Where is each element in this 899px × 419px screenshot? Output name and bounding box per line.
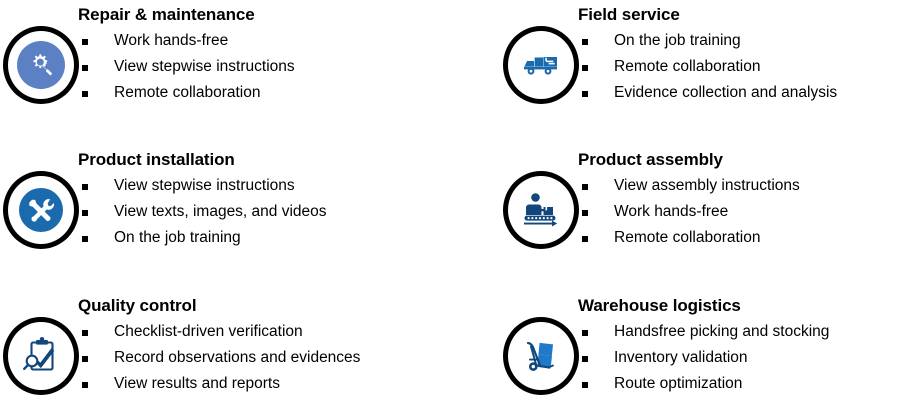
bullet-square-icon <box>82 356 88 362</box>
icon-wrap-warehouse-logistics <box>500 317 579 397</box>
list-item: Work hands-free <box>78 28 295 54</box>
benefit-list: View assembly instructions Work hands-fr… <box>578 173 800 251</box>
icon-wrap-product-installation <box>0 171 79 251</box>
use-case-title: Field service <box>578 5 680 24</box>
list-item-label: Route optimization <box>614 375 743 392</box>
use-case-title: Product assembly <box>578 150 723 169</box>
bullet-square-icon <box>582 65 588 71</box>
bullet-square-icon <box>582 210 588 216</box>
bullet-square-icon <box>82 236 88 242</box>
service-truck-icon <box>524 57 557 75</box>
use-case-card-repair-maintenance: Repair & maintenance Work hands-free Vie… <box>0 4 295 106</box>
list-item-label: Inventory validation <box>614 349 748 366</box>
icon-ring <box>503 317 579 395</box>
text-block: Warehouse logistics Handsfree picking an… <box>578 295 829 397</box>
use-case-card-field-service: Field service On the job training Remote… <box>500 4 837 106</box>
list-item-label: Evidence collection and analysis <box>614 84 838 101</box>
use-case-card-product-assembly: Product assembly View assembly instructi… <box>500 149 800 251</box>
list-item: Checklist-driven verification <box>78 319 360 345</box>
benefit-list: Work hands-free View stepwise instructio… <box>78 28 295 106</box>
list-item: On the job training <box>578 28 837 54</box>
list-item: Remote collaboration <box>578 54 837 80</box>
list-item: View texts, images, and videos <box>78 199 327 225</box>
list-item-label: View stepwise instructions <box>114 58 295 75</box>
list-item: Route optimization <box>578 371 829 397</box>
bullet-square-icon <box>582 356 588 362</box>
use-case-card-warehouse-logistics: Warehouse logistics Handsfree picking an… <box>500 295 829 397</box>
list-item-label: On the job training <box>614 32 741 49</box>
icon-wrap-field-service <box>500 26 579 106</box>
icon-ring <box>3 317 79 395</box>
benefit-list: View stepwise instructions View texts, i… <box>78 173 327 251</box>
icon-wrap-quality-control <box>0 317 79 397</box>
benefit-list: On the job training Remote collaboration… <box>578 28 837 106</box>
benefit-list: Handsfree picking and stocking Inventory… <box>578 319 829 397</box>
list-item: Handsfree picking and stocking <box>578 319 829 345</box>
icon-wrap-product-assembly <box>500 171 579 251</box>
list-item: Inventory validation <box>578 345 829 371</box>
bullet-square-icon <box>82 382 88 388</box>
bullet-square-icon <box>582 236 588 242</box>
list-item-label: Remote collaboration <box>114 84 261 101</box>
text-block: Product installation View stepwise instr… <box>78 149 327 251</box>
list-item: View stepwise instructions <box>78 173 327 199</box>
list-item: Record observations and evidences <box>78 345 360 371</box>
icon-wrap-repair-maintenance <box>0 26 79 106</box>
use-case-title: Repair & maintenance <box>78 5 255 24</box>
benefit-list: Checklist-driven verification Record obs… <box>78 319 360 397</box>
list-item-label: On the job training <box>114 229 241 246</box>
gear-wrench-icon <box>33 54 53 76</box>
list-item-label: Work hands-free <box>114 32 229 49</box>
list-item: View results and reports <box>78 371 360 397</box>
clipboard-check-magnifier-icon <box>23 337 55 371</box>
use-case-card-quality-control: Quality control Checklist-driven verific… <box>0 295 360 397</box>
bullet-square-icon <box>82 91 88 97</box>
hand-truck-boxes-icon <box>526 341 554 371</box>
text-block: Product assembly View assembly instructi… <box>578 149 800 251</box>
list-item-label: Checklist-driven verification <box>114 323 303 340</box>
list-item-label: Remote collaboration <box>614 58 761 75</box>
use-case-title: Quality control <box>78 296 197 315</box>
icon-ring <box>503 26 579 104</box>
use-case-title: Product installation <box>78 150 235 169</box>
text-block: Field service On the job training Remote… <box>578 4 837 106</box>
list-item-label: Handsfree picking and stocking <box>614 323 830 340</box>
bullet-square-icon <box>582 184 588 190</box>
bullet-square-icon <box>82 39 88 45</box>
bullet-square-icon <box>82 184 88 190</box>
list-item: View assembly instructions <box>578 173 800 199</box>
use-case-card-product-installation: Product installation View stepwise instr… <box>0 149 327 251</box>
list-item: Evidence collection and analysis <box>578 80 837 106</box>
list-item: Remote collaboration <box>578 225 800 251</box>
list-item-label: Work hands-free <box>614 203 729 220</box>
list-item-label: Remote collaboration <box>614 229 761 246</box>
icon-ring <box>503 171 579 249</box>
list-item-label: View stepwise instructions <box>114 177 295 194</box>
icon-ring <box>3 26 79 104</box>
bullet-square-icon <box>582 382 588 388</box>
use-case-title: Warehouse logistics <box>578 296 741 315</box>
list-item: Remote collaboration <box>78 80 295 106</box>
bullet-square-icon <box>82 330 88 336</box>
list-item: View stepwise instructions <box>78 54 295 80</box>
list-item-label: View texts, images, and videos <box>114 203 327 220</box>
worker-conveyor-icon <box>524 193 558 227</box>
bullet-square-icon <box>82 210 88 216</box>
bullet-square-icon <box>582 330 588 336</box>
list-item: Work hands-free <box>578 199 800 225</box>
crossed-tools-icon <box>29 199 54 222</box>
bullet-square-icon <box>582 91 588 97</box>
list-item-label: View assembly instructions <box>614 177 800 194</box>
text-block: Quality control Checklist-driven verific… <box>78 295 360 397</box>
list-item: On the job training <box>78 225 327 251</box>
bullet-square-icon <box>82 65 88 71</box>
text-block: Repair & maintenance Work hands-free Vie… <box>78 4 295 106</box>
bullet-square-icon <box>582 39 588 45</box>
list-item-label: Record observations and evidences <box>114 349 361 366</box>
list-item-label: View results and reports <box>114 375 280 392</box>
icon-ring <box>3 171 79 249</box>
